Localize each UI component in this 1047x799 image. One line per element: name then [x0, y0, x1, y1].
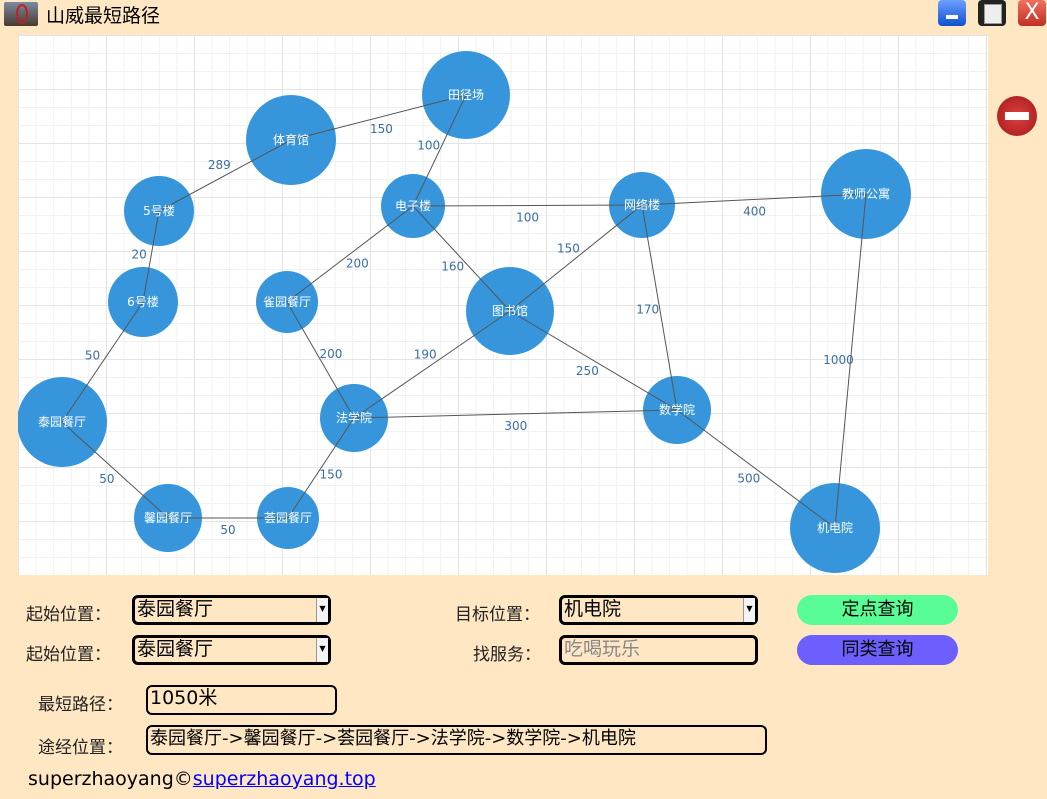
- node-label: 馨园餐厅: [144, 510, 192, 525]
- graph-edge: [641, 204, 678, 411]
- node-label: 图书馆: [492, 303, 528, 318]
- edge-weight-label: 200: [346, 257, 369, 271]
- path-label: 途经位置：: [38, 738, 123, 758]
- graph-edge: [142, 210, 160, 303]
- node-label: 机电院: [817, 521, 853, 535]
- edge-weight-label: 150: [320, 468, 343, 482]
- maximize-button[interactable]: [978, 0, 1006, 26]
- edge-weight-label: 100: [417, 138, 440, 152]
- start2-select[interactable]: 泰园餐厅 ▼: [132, 635, 331, 665]
- graph-edge: [834, 193, 867, 529]
- edge-weight-label: 50: [99, 472, 114, 486]
- node-label: 法学院: [336, 410, 372, 425]
- node-label: 荟园餐厅: [264, 510, 312, 525]
- service-label: 找服务：: [473, 645, 541, 665]
- start2-label: 起始位置：: [26, 645, 111, 665]
- target-select-value: 机电院: [564, 598, 622, 620]
- chevron-down-icon[interactable]: ▼: [316, 638, 328, 662]
- graph-edge: [412, 94, 467, 207]
- target-select[interactable]: 机电院 ▼: [559, 595, 758, 625]
- node-label: 5号楼: [143, 203, 175, 218]
- service-input[interactable]: 吃喝玩乐: [559, 635, 758, 665]
- close-button[interactable]: X: [1018, 0, 1046, 26]
- category-query-button[interactable]: 同类查询: [797, 635, 958, 665]
- edge-weight-label: 150: [370, 122, 393, 136]
- chevron-down-icon[interactable]: ▼: [743, 598, 755, 622]
- node-label: 教师公寓: [842, 186, 890, 201]
- edge-weight-label: 150: [557, 242, 580, 256]
- footer: superzhaoyang©superzhaoyang.top: [28, 768, 376, 790]
- start-select[interactable]: 泰园餐厅 ▼: [132, 595, 331, 625]
- node-label: 数学院: [659, 402, 695, 417]
- edge-weight-label: 500: [737, 472, 760, 486]
- point-query-button[interactable]: 定点查询: [797, 595, 958, 625]
- graph-edge: [641, 193, 867, 206]
- distance-label: 最短路径：: [38, 695, 123, 715]
- window-title: 山威最短路径: [46, 5, 161, 27]
- graph-edge: [509, 310, 678, 411]
- node-label: 6号楼: [127, 294, 159, 309]
- edge-weight-label: 400: [743, 204, 766, 218]
- target-label: 目标位置：: [455, 605, 540, 625]
- start2-select-value: 泰园餐厅: [137, 638, 214, 660]
- edge-weight-label: 289: [208, 158, 231, 172]
- chevron-down-icon[interactable]: ▼: [316, 598, 328, 622]
- edge-weight-label: 50: [220, 523, 235, 537]
- title-bar: 山威最短路径 X: [0, 0, 1047, 30]
- edge-weight-label: 1000: [823, 353, 854, 367]
- graph-edge: [61, 301, 144, 423]
- edge-weight-label: 300: [504, 419, 527, 433]
- node-label: 泰园餐厅: [38, 414, 86, 429]
- footer-author: superzhaoyang©: [28, 768, 193, 790]
- graph-edge: [287, 417, 355, 519]
- node-label: 电子楼: [395, 198, 431, 213]
- graph-edge: [412, 204, 643, 207]
- graph-edge: [509, 204, 643, 312]
- edge-weight-label: 50: [85, 348, 100, 362]
- graph-edge: [353, 409, 678, 419]
- edge-weight-label: 190: [414, 348, 437, 362]
- start-label: 起始位置：: [26, 605, 111, 625]
- campus-map-graph: 150 100 289 20 50 50 50 150 200 200 100 160 400 150 17…: [18, 35, 988, 575]
- app-logo-icon: [4, 2, 38, 26]
- graph-edge: [290, 94, 467, 141]
- start-select-value: 泰园餐厅: [137, 598, 214, 620]
- node-label: 雀园餐厅: [263, 294, 311, 309]
- edge-weight-label: 20: [132, 247, 147, 261]
- distance-field[interactable]: 1050米: [146, 685, 337, 715]
- graph-edge: [61, 421, 169, 519]
- edge-weight-label: 250: [576, 364, 599, 378]
- edge-weight-label: 160: [441, 260, 464, 274]
- graph-edge: [353, 310, 511, 419]
- node-label: 体育馆: [273, 132, 309, 147]
- graph-edge: [158, 139, 292, 212]
- edge-weight-label: 170: [636, 303, 659, 317]
- graph-edge: [412, 205, 511, 312]
- graph-svg: 150 100 289 20 50 50 50 150 200 200 100 160 400 150 17…: [18, 51, 911, 573]
- graph-edge: [286, 301, 355, 419]
- graph-edge: [286, 205, 414, 303]
- footer-link[interactable]: superzhaoyang.top: [192, 768, 376, 790]
- edge-weight-label: 100: [516, 210, 539, 224]
- stop-icon[interactable]: [997, 96, 1037, 136]
- node-label: 田径场: [448, 88, 484, 102]
- graph-edge: [676, 409, 836, 529]
- minimize-button[interactable]: [938, 0, 966, 26]
- edge-weight-label: 200: [319, 347, 342, 361]
- path-field[interactable]: 泰园餐厅->馨园餐厅->荟园餐厅->法学院->数学院->机电院: [146, 725, 767, 755]
- node-label: 网络楼: [624, 197, 660, 212]
